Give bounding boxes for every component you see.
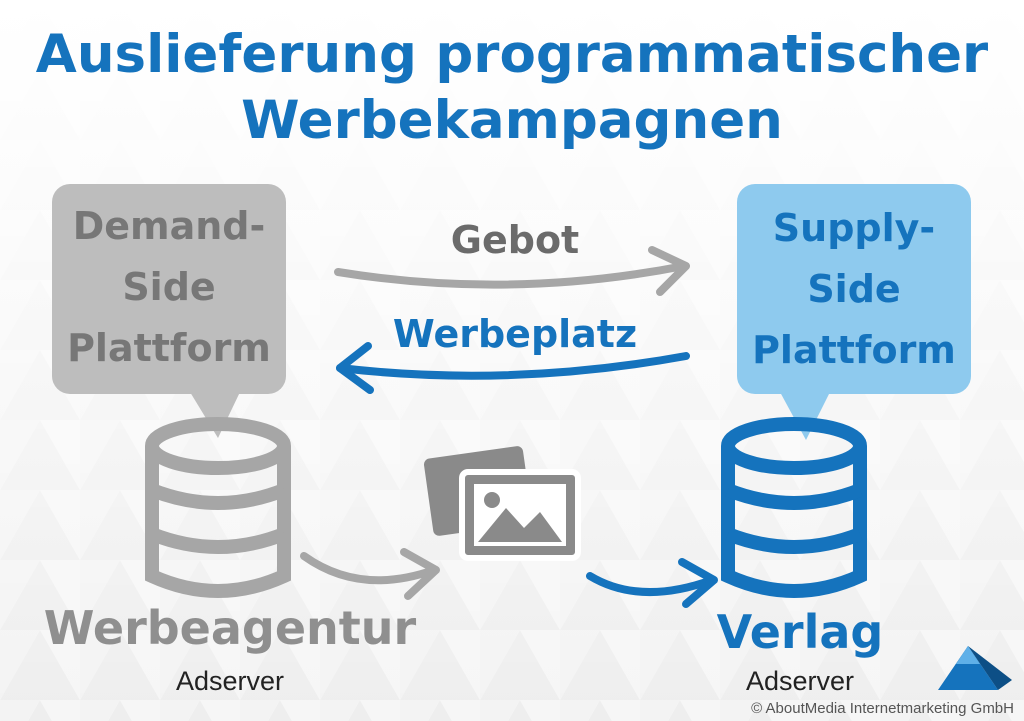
title-line-1: Auslieferung programmatischer <box>35 24 989 85</box>
title-line-2: Werbekampagnen <box>241 90 783 151</box>
supply-side-box <box>737 184 971 440</box>
demand-side-line-3: Plattform <box>67 326 271 370</box>
agentur-to-creative-arrow <box>300 548 440 600</box>
werbeagentur-label: Werbeagentur <box>43 601 417 655</box>
supply-side-line-1: Supply- <box>772 206 936 250</box>
verlag-database-icon <box>721 417 867 598</box>
agentur-adserver-label: Adserver <box>175 666 285 696</box>
gebot-arrow <box>334 246 690 296</box>
pyramid-logo-icon <box>938 646 1012 690</box>
verlag-adserver-label: Adserver <box>745 666 855 696</box>
supply-side-label: Supply- Side Plattform <box>737 198 971 381</box>
copyright-notice: © AboutMedia Internetmarketing GmbH <box>751 700 1014 717</box>
supply-side-line-2: Side <box>807 267 901 311</box>
demand-side-line-1: Demand- <box>72 204 266 248</box>
werbeplatz-arrow <box>336 342 690 394</box>
verlag-label: Verlag <box>716 605 884 659</box>
werbeplatz-label: Werbeplatz <box>392 312 638 356</box>
page-title: Auslieferung programmatischer Werbekampa… <box>0 22 1024 154</box>
creative-images-icon <box>423 446 581 561</box>
demand-side-box <box>52 184 286 438</box>
supply-side-line-3: Plattform <box>752 328 956 372</box>
demand-side-label: Demand- Side Plattform <box>52 196 286 379</box>
agentur-database-icon <box>145 417 291 598</box>
creative-to-verlag-arrow <box>586 558 718 608</box>
gebot-label: Gebot <box>450 218 580 262</box>
demand-side-line-2: Side <box>122 265 216 309</box>
